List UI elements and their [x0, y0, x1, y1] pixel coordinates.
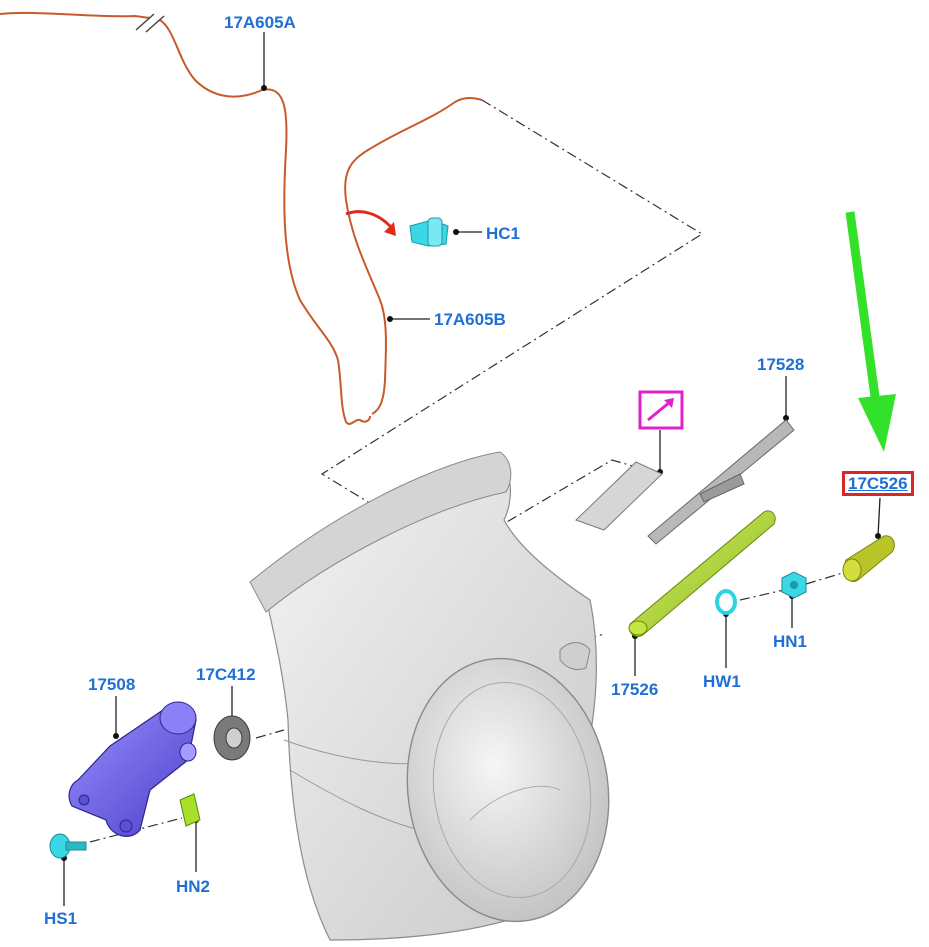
hw1-washer-icon — [715, 589, 737, 615]
leader-lines — [63, 32, 881, 906]
indicator-arrow — [845, 211, 896, 452]
hc1-clip-icon — [409, 217, 449, 247]
magenta-marker-icon — [638, 390, 684, 430]
wiring-harness — [0, 11, 483, 425]
routing-arrow — [345, 210, 396, 236]
label-17526: 17526 — [611, 680, 659, 699]
label-hs1: HS1 — [44, 909, 78, 928]
label-hc1: HC1 — [486, 224, 521, 243]
hn1-nut-icon — [781, 571, 807, 599]
hn2-nut-clip-icon — [179, 793, 201, 827]
label-17a605b: 17A605B — [434, 310, 506, 329]
cap-17c526-icon — [842, 535, 895, 582]
label-hn1: HN1 — [773, 632, 808, 651]
wiper-pivot-shaft — [647, 419, 795, 545]
label-17508: 17508 — [88, 675, 136, 694]
label-hw1: HW1 — [703, 672, 741, 691]
highlighted-part-label: 17C526 — [842, 471, 914, 496]
spare-tire — [406, 657, 610, 923]
wiper-arm — [628, 510, 776, 637]
grommet-17c412-icon — [213, 715, 251, 761]
trim-bracket — [575, 461, 663, 531]
hs1-screw-icon — [49, 833, 87, 859]
wiper-motor-17508 — [68, 701, 197, 837]
label-hn2: HN2 — [176, 877, 211, 896]
label-17528: 17528 — [757, 355, 805, 374]
label-17c412: 17C412 — [196, 665, 256, 684]
label-17a605a: 17A605A — [224, 13, 296, 32]
